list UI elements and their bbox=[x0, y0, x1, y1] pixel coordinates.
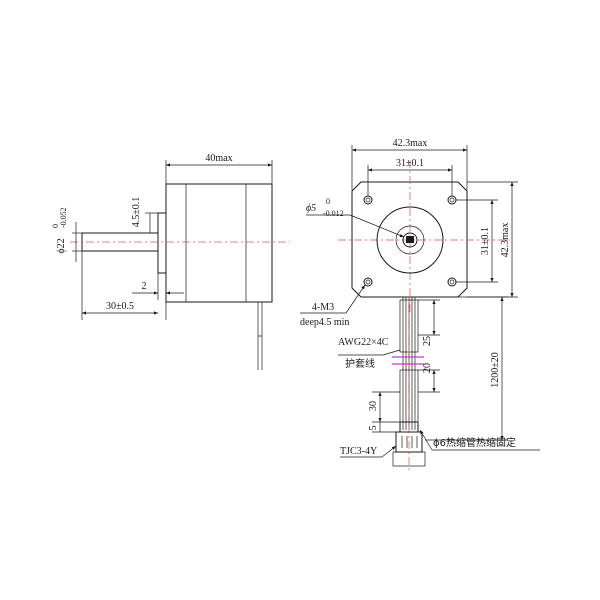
leader-phi5-arrow bbox=[349, 214, 405, 238]
leader-tjc-arrow bbox=[381, 445, 397, 458]
label-31-v: 31±0.1 bbox=[480, 227, 491, 255]
label-heat-shrink: ϕ6热缩管热缩固定 bbox=[433, 436, 516, 449]
leader-m3-arrow bbox=[345, 284, 366, 314]
label-sleeve: 护套线 bbox=[345, 357, 375, 370]
label-1200: 1200±20 bbox=[490, 352, 501, 388]
label-shaft-tol-upper: 0 bbox=[51, 224, 60, 228]
label-shaft-tol-lower: -0.052 bbox=[59, 207, 68, 228]
cable-assembly: 25 20 30 5 1200±20 AWG22×4C 护套线 TJC3-4Y … bbox=[338, 296, 540, 470]
label-4-m3: 4-M3 bbox=[312, 302, 334, 313]
bearing-circle bbox=[395, 225, 425, 255]
label-awg: AWG22×4C bbox=[338, 337, 389, 348]
label-deep: deep4.5 min bbox=[300, 317, 349, 328]
label-20: 20 bbox=[422, 363, 433, 373]
label-5: 5 bbox=[368, 426, 379, 431]
label-shaft-dia: ϕ22 bbox=[56, 238, 67, 253]
label-phi5-tol-lower: -0.012 bbox=[323, 209, 344, 218]
leader-heat-shrink-arrow bbox=[419, 429, 433, 451]
label-25: 25 bbox=[422, 336, 433, 346]
connector-housing bbox=[392, 451, 426, 467]
label-2: 2 bbox=[142, 281, 147, 292]
label-4.5: 4.5±0.1 bbox=[131, 197, 142, 228]
motor-body-outline bbox=[165, 183, 273, 303]
side-view: 40max 4.5±0.1 ϕ22 0 -0.052 2 30±0.5 bbox=[51, 153, 290, 370]
label-phi5: ϕ5 bbox=[306, 203, 316, 214]
label-31-h: 31±0.1 bbox=[396, 158, 424, 169]
label-tjc: TJC3-4Y bbox=[340, 446, 377, 457]
label-42.3-w: 42.3max bbox=[393, 138, 428, 149]
pilot-circle bbox=[376, 206, 444, 274]
pilot-boss bbox=[157, 212, 167, 274]
label-40max: 40max bbox=[205, 153, 232, 164]
label-phi5-tol-upper: 0 bbox=[326, 197, 330, 206]
shaft-circle bbox=[402, 232, 418, 248]
label-42.3-h: 42.3max bbox=[500, 223, 511, 258]
leader-awg-tip bbox=[382, 349, 401, 356]
shaft-flat bbox=[406, 236, 414, 243]
label-30-cable: 30 bbox=[368, 401, 379, 411]
label-30: 30±0.5 bbox=[106, 301, 134, 312]
